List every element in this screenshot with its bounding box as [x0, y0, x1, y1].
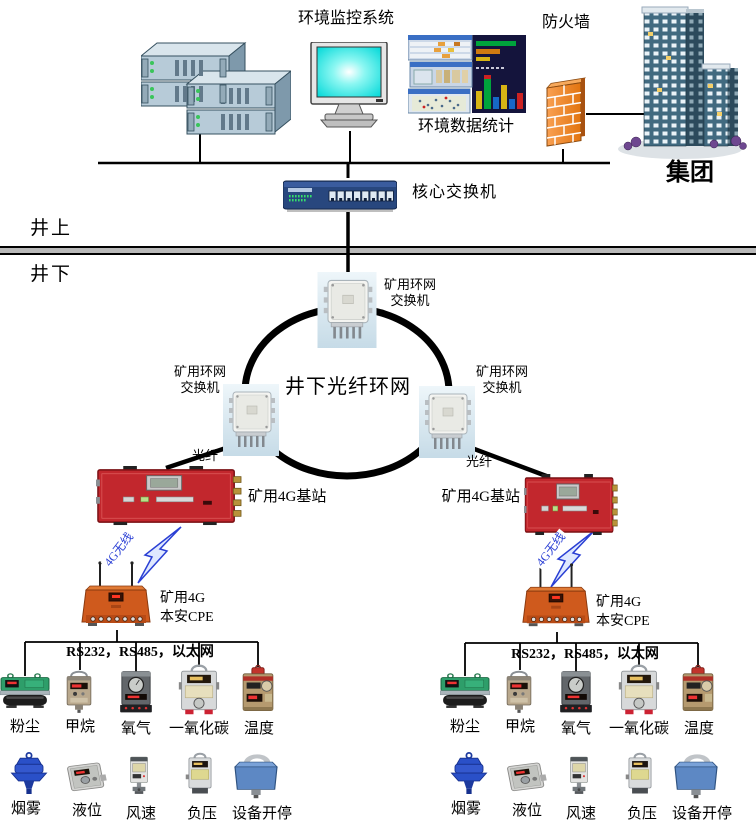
- zone-label-underground: 井下: [30, 264, 73, 285]
- sensor-label: 甲烷: [504, 719, 535, 735]
- base-station-label-right: 矿用4G基站: [441, 489, 520, 505]
- dust-sensor-icon: [0, 671, 50, 717]
- sensor-group-right: 粉尘 甲烷 氧气 一氧化碳 温度 烟雾 液位 风速 负压 设备开停: [440, 0, 740, 826]
- temperature-sensor-icon: [237, 662, 279, 717]
- dust-sensor-icon: [440, 671, 490, 717]
- co-sensor-icon: [177, 662, 221, 717]
- sensor-label: 氧气: [560, 721, 591, 737]
- sensor-label: 风速: [125, 806, 156, 822]
- sensor-label: 烟雾: [10, 801, 41, 817]
- sensor-label: 温度: [683, 721, 714, 737]
- sensor-label: 粉尘: [449, 719, 480, 735]
- sensor-label: 设备开停: [231, 806, 292, 822]
- equipment-sensor-icon: [228, 754, 284, 799]
- core-switch-icon: [283, 177, 397, 213]
- stats-caption: 环境数据统计: [417, 118, 514, 135]
- sensor-label: 负压: [626, 806, 657, 822]
- co-sensor-icon: [617, 662, 661, 717]
- wind-sensor-icon: [562, 749, 596, 802]
- pressure-sensor-icon: [621, 749, 659, 800]
- smoke-sensor-icon: [445, 752, 493, 801]
- level-sensor-icon: [502, 757, 548, 800]
- sensor-label: 甲烷: [64, 719, 95, 735]
- equipment-sensor-icon: [668, 754, 724, 799]
- methane-sensor-icon: [500, 665, 538, 718]
- sensor-label: 风速: [565, 806, 596, 822]
- fiber-label-left: 光纤: [192, 448, 219, 463]
- sensor-label: 一氧化碳: [608, 721, 669, 737]
- core-switch-label: 核心交换机: [412, 184, 498, 201]
- sensor-label: 烟雾: [450, 801, 481, 817]
- zone-label-surface: 井上: [30, 218, 73, 239]
- wind-sensor-icon: [122, 749, 156, 802]
- surface-underground-divider: [0, 246, 756, 255]
- sensor-label: 设备开停: [671, 806, 732, 822]
- base-station-label-left: 矿用4G基站: [248, 489, 327, 505]
- sensor-label: 氧气: [120, 721, 151, 737]
- lightning-icon: [137, 526, 182, 584]
- smoke-sensor-icon: [5, 752, 53, 801]
- oxygen-sensor-icon: [116, 667, 156, 716]
- level-sensor-icon: [62, 757, 108, 800]
- sensor-label: 负压: [186, 806, 217, 822]
- firewall-label: 防火墙: [542, 14, 591, 31]
- ring-switch-label-right: 矿用环网交换机: [475, 364, 528, 395]
- sensor-group-left: 粉尘 甲烷 氧气 一氧化碳 温度 烟雾 液位 风速 负压 设备开停: [0, 0, 300, 826]
- temperature-sensor-icon: [677, 662, 719, 717]
- pressure-sensor-icon: [181, 749, 219, 800]
- ring-switch-label-left: 矿用环网交换机: [173, 364, 226, 395]
- sensor-label: 液位: [71, 803, 102, 819]
- system-title: 环境监控系统: [297, 10, 394, 27]
- sensor-label: 液位: [511, 803, 542, 819]
- fiber-label-right: 光纤: [466, 454, 493, 469]
- ring-title: 井下光纤环网: [285, 376, 411, 398]
- ring-switch-label-top: 矿用环网交换机: [383, 277, 436, 308]
- bus-label-left: RS232，RS485，以太网: [66, 645, 214, 660]
- bus-label-right: RS232，RS485，以太网: [511, 647, 659, 662]
- group-label: 集团: [666, 160, 714, 186]
- ring-switch-icon-top: [317, 272, 377, 348]
- methane-sensor-icon: [60, 665, 98, 718]
- sensor-label: 粉尘: [9, 719, 40, 735]
- oxygen-sensor-icon: [556, 667, 596, 716]
- monitor-icon: [309, 42, 389, 132]
- sensor-label: 温度: [243, 721, 274, 737]
- sensor-label: 一氧化碳: [168, 721, 229, 737]
